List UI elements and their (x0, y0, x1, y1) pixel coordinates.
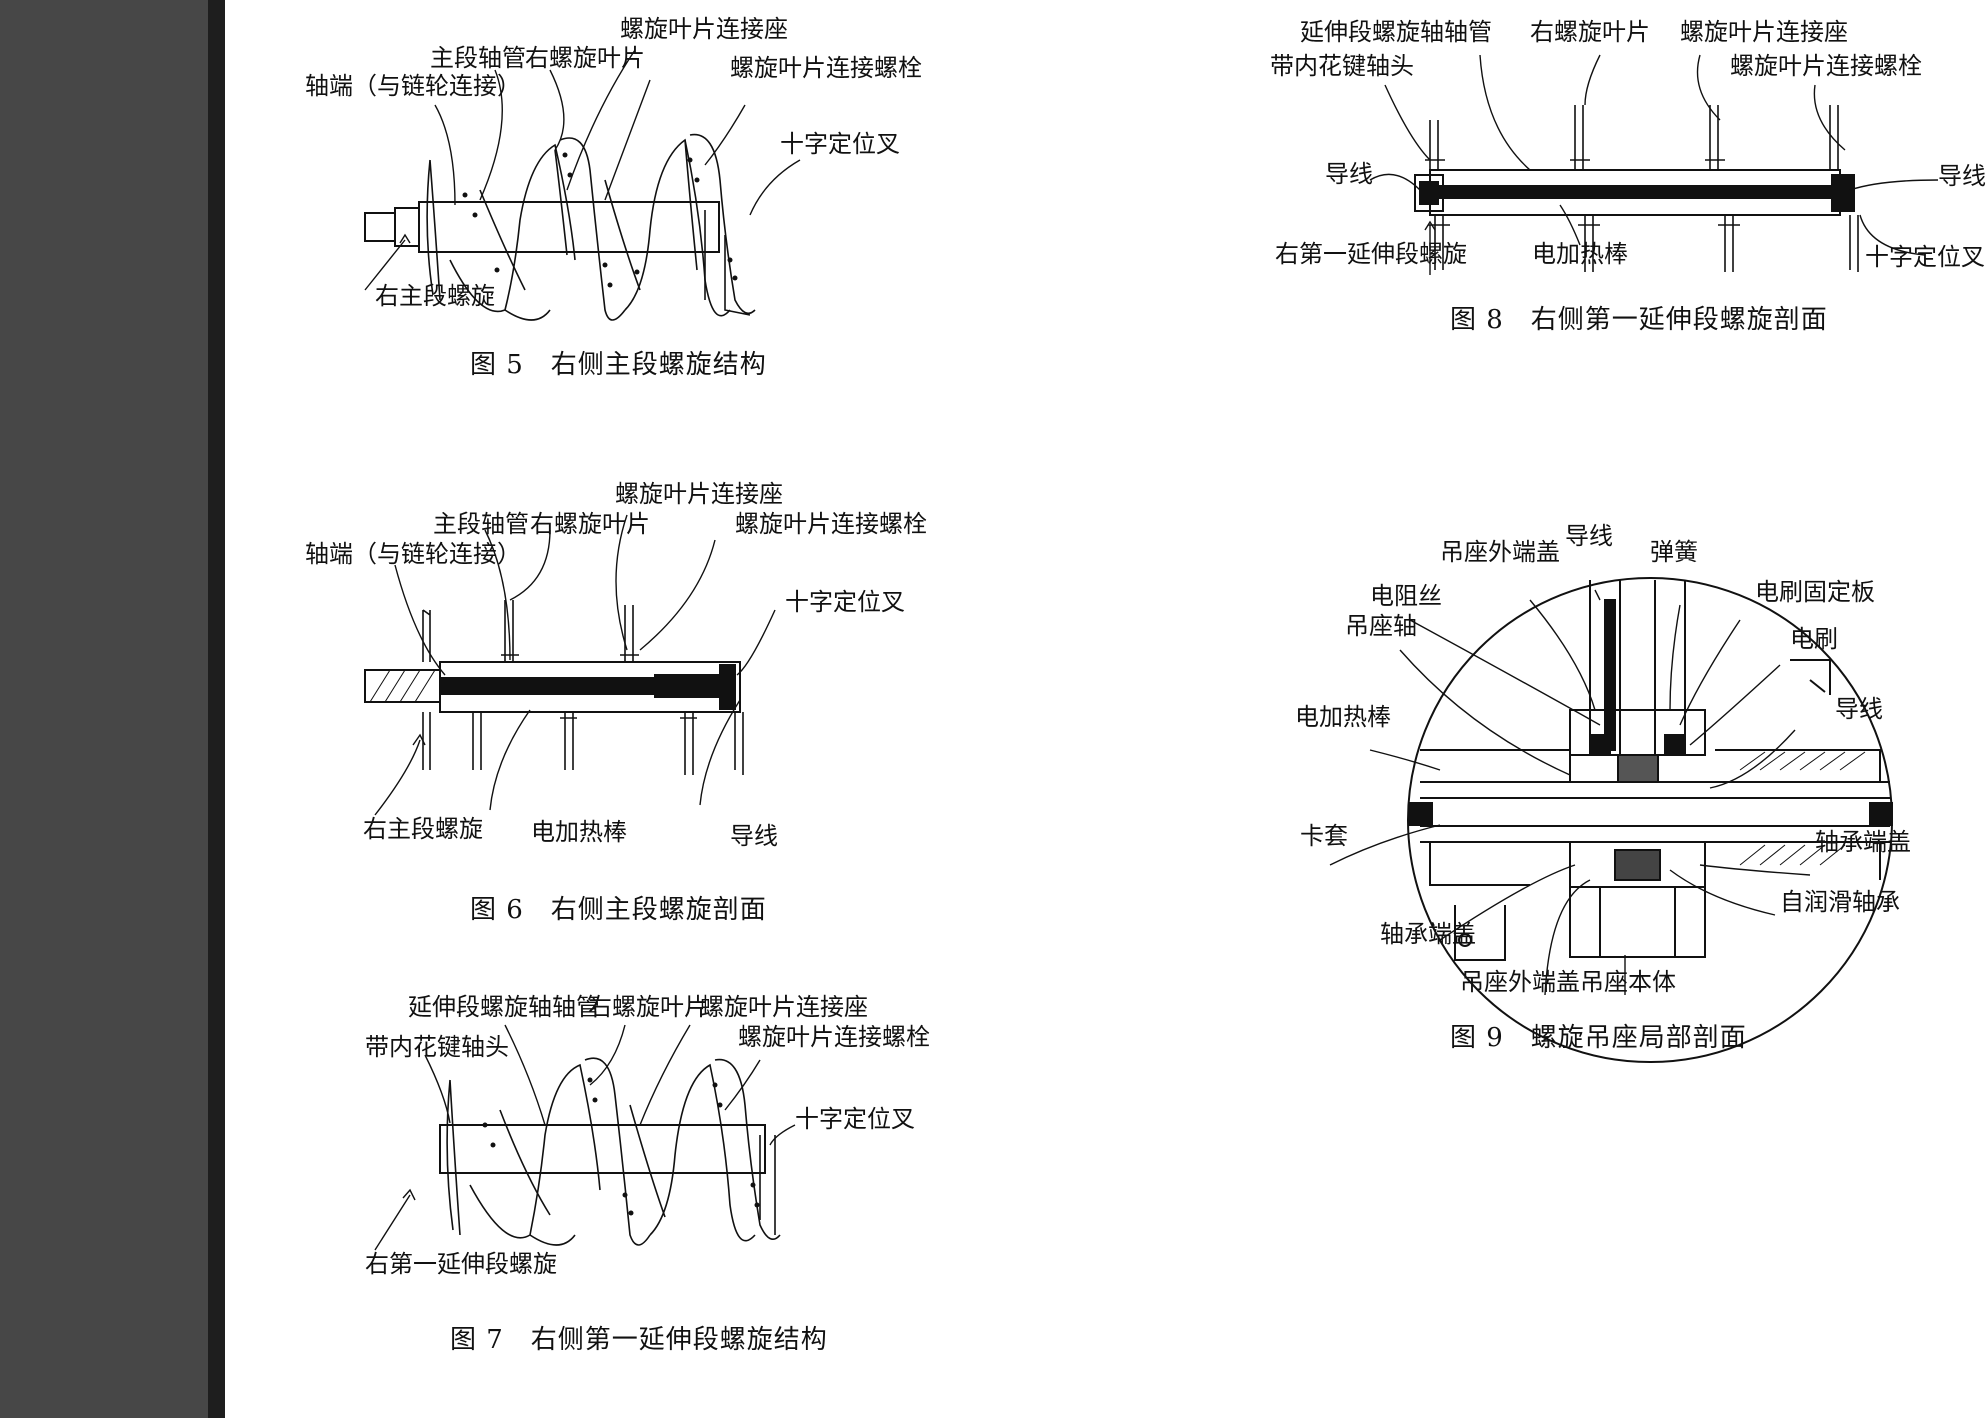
label-seat: 螺旋叶片连接座 (700, 993, 868, 1021)
vertical-post (1589, 580, 1686, 755)
label-body: 吊座本体 (1580, 968, 1676, 996)
main-tube (418, 201, 720, 253)
label-tube: 主段轴管 (430, 44, 526, 72)
label-fork: 十字定位叉 (1865, 243, 1985, 271)
helical-blades (446, 1057, 781, 1246)
figure-7: 延伸段螺旋轴轴管 右螺旋叶片 螺旋叶片连接座 螺旋叶片连接螺栓 带内花键轴头 十… (305, 985, 930, 1405)
figure-8-leaders (1369, 54, 1939, 275)
figure-8-drawing (1369, 54, 1939, 275)
label-sleeve: 卡套 (1300, 822, 1348, 850)
label-heater: 电加热棒 (1532, 240, 1628, 268)
label-fork: 十字定位叉 (795, 1105, 915, 1133)
label-bolt: 螺旋叶片连接螺栓 (735, 510, 927, 538)
label-blade: 右螺旋叶片 (588, 993, 708, 1021)
label-outer-cap-bottom: 吊座外端盖 (1460, 968, 1580, 996)
label-bearing-cap-right: 轴承端盖 (1815, 828, 1911, 856)
document-page: 螺旋叶片连接座 主段轴管 右螺旋叶片 螺旋叶片连接螺栓 轴端（与链轮连接） 十字… (225, 0, 1988, 1418)
label-bolt: 螺旋叶片连接螺栓 (1730, 52, 1922, 80)
figure-9-drawing (1329, 577, 1893, 1063)
label-tube: 延伸段螺旋轴轴管 (408, 993, 600, 1021)
label-bolt: 螺旋叶片连接螺栓 (738, 1023, 930, 1051)
label-brush: 电刷 (1790, 625, 1838, 653)
label-screw: 右第一延伸段螺旋 (365, 1250, 557, 1278)
label-seat: 螺旋叶片连接座 (620, 15, 788, 43)
label-seat: 螺旋叶片连接座 (615, 480, 783, 508)
figure-5-leaders (364, 49, 801, 291)
extension-tube (439, 1124, 766, 1174)
bearing-block (1569, 841, 1706, 958)
spline-head (1414, 174, 1444, 212)
heater-core (654, 674, 721, 698)
figure-6-drawing (364, 514, 776, 816)
label-bearing-cap-bottom: 轴承端盖 (1380, 920, 1476, 948)
brush-holder (1569, 709, 1706, 783)
end-cap (719, 664, 736, 710)
figure-6: 螺旋叶片连接座 主段轴管 右螺旋叶片 螺旋叶片连接螺栓 轴端（与链轮连接） 十字… (305, 470, 927, 940)
label-blade: 右螺旋叶片 (530, 510, 650, 538)
label-screw: 右第一延伸段螺旋 (1275, 240, 1467, 268)
hatch-right (1739, 751, 1866, 866)
label-fork: 十字定位叉 (780, 130, 900, 158)
label-brush-plate: 电刷固定板 (1755, 578, 1875, 606)
label-shaft-end: 轴端（与链轮连接） (305, 540, 521, 568)
viewer-sidebar-edge (208, 0, 225, 1418)
label-head: 带内花键轴头 (1270, 52, 1414, 80)
blade-sections (422, 600, 744, 775)
viewer-sidebar (0, 0, 208, 1418)
label-shaft-end: 轴端（与链轮连接） (305, 72, 521, 100)
label-tube: 主段轴管 (433, 510, 529, 538)
label-screw: 右主段螺旋 (363, 815, 483, 843)
label-heater: 电加热棒 (1295, 703, 1391, 731)
label-shaft: 吊座轴 (1345, 612, 1417, 640)
figure-8: 延伸段螺旋轴轴管 右螺旋叶片 螺旋叶片连接座 带内花键轴头 螺旋叶片连接螺栓 导… (1270, 10, 1988, 430)
label-resistor: 电阻丝 (1370, 582, 1442, 610)
label-fork: 十字定位叉 (785, 588, 905, 616)
label-heater: 电加热棒 (531, 818, 627, 846)
blade-bolts (482, 1077, 760, 1216)
label-wire-top: 导线 (1565, 522, 1613, 550)
label-wire-right: 导线 (1835, 695, 1883, 723)
figure-9-leaders (1329, 589, 1811, 996)
figure-9-caption: 图 9 螺旋吊座局部剖面 (1450, 1023, 1747, 1053)
bracket (1454, 659, 1831, 961)
label-wire: 导线 (730, 822, 778, 850)
shaft-end-stub (364, 212, 396, 242)
figure-7-caption: 图 7 右侧第一延伸段螺旋结构 (450, 1325, 828, 1355)
heater-rod (439, 677, 656, 695)
figure-7-leaders (374, 1024, 796, 1251)
label-wire-right: 导线 (1938, 162, 1986, 190)
spline-head-core (1419, 181, 1439, 205)
figure-5: 螺旋叶片连接座 主段轴管 右螺旋叶片 螺旋叶片连接螺栓 轴端（与链轮连接） 十字… (305, 10, 922, 450)
blade-sections (1425, 105, 1859, 272)
figure-5-caption: 图 5 右侧主段螺旋结构 (470, 350, 767, 380)
blade-bolts (462, 152, 738, 288)
label-bolt: 螺旋叶片连接螺栓 (730, 54, 922, 82)
label-blade: 右螺旋叶片 (1530, 18, 1650, 46)
helical-blades (426, 133, 756, 321)
label-bearing: 自润滑轴承 (1780, 888, 1900, 916)
end-cap (1831, 174, 1855, 212)
label-blade: 右螺旋叶片 (525, 44, 645, 72)
figure-7-drawing (374, 1024, 796, 1251)
label-tube: 延伸段螺旋轴轴管 (1300, 18, 1492, 46)
label-spring: 弹簧 (1650, 538, 1698, 566)
shaft-end-hatch (369, 669, 436, 703)
label-outer-cap-top: 吊座外端盖 (1440, 538, 1560, 566)
shaft-end-collar (394, 207, 420, 247)
figure-8-caption: 图 8 右侧第一延伸段螺旋剖面 (1450, 305, 1828, 335)
figure-9: 导线 吊座外端盖 弹簧 电阻丝 电刷固定板 吊座轴 电刷 电加热棒 导线 卡套 … (1270, 520, 1988, 1410)
label-wire-left: 导线 (1325, 160, 1373, 188)
label-screw: 右主段螺旋 (375, 282, 495, 310)
figure-6-caption: 图 6 右侧主段螺旋剖面 (470, 895, 767, 925)
label-head: 带内花键轴头 (365, 1033, 509, 1061)
figure-6-leaders (374, 514, 776, 816)
heater-rod (1439, 185, 1841, 199)
figure-5-drawing (364, 49, 801, 321)
label-seat: 螺旋叶片连接座 (1680, 18, 1848, 46)
